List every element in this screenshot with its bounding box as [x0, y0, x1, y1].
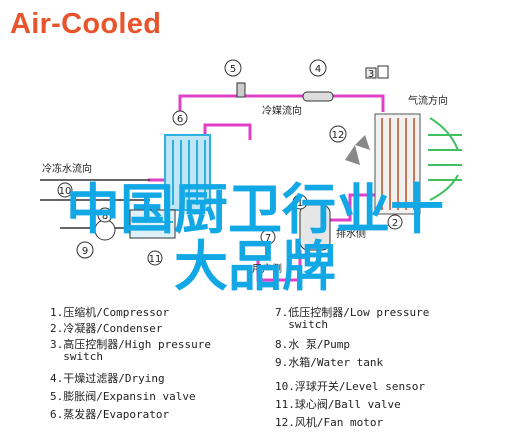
watermark-line-1: 中国厨卫行业十: [66, 178, 444, 241]
legend-item: 12.风机/Fan motor: [275, 416, 384, 429]
callout-9: 9: [82, 246, 88, 257]
legend-item: 4.干燥过滤器/Drying: [50, 372, 165, 385]
chilled-water-flow-label: 冷冻水流向: [42, 162, 92, 175]
legend-item: 6.蒸发器/Evaporator: [50, 408, 170, 421]
callout-11: 11: [149, 254, 162, 265]
legend-item: 5.膨胀阀/Expansin valve: [50, 390, 196, 403]
callout-1: 1: [297, 198, 303, 209]
legend-right-column: 7.低压控制器/Low pressure switch 8.水 泵/Pump 9…: [275, 304, 429, 430]
callout-2: 2: [392, 218, 398, 229]
page-title: Air-Cooled: [10, 8, 162, 40]
callout-6: 6: [177, 114, 183, 125]
legend-item: 7.低压控制器/Low pressure: [275, 306, 430, 319]
exhaust-side-label: 排水侧: [336, 227, 366, 240]
air-cooled-chiller-diagram: 5 4 3 12 6 10 9 8 7 1 2 11 冷媒流向 气流方向 冷冻水…: [40, 59, 462, 298]
compressor-icon: [299, 204, 331, 251]
callout-3: 3: [368, 69, 374, 80]
airflow-direction-label: 气流方向: [408, 94, 448, 107]
high-pressure-switch-icon: [365, 65, 389, 79]
legend-left-column: 1.压缩机/Compressor 2.冷凝器/Condenser 3.高压控制器…: [50, 304, 211, 422]
water-tank-icon: [129, 209, 176, 239]
legend-item: 1.压缩机/Compressor: [50, 306, 170, 319]
legend-item: 11.球心阀/Ball valve: [275, 398, 401, 411]
legend-item: 9.水箱/Water tank: [275, 356, 384, 369]
legend-item: 8.水 泵/Pump: [275, 338, 350, 351]
callout-4: 4: [315, 64, 321, 75]
legend-item: 3.高压控制器/High pressure: [50, 338, 211, 351]
expansion-valve-icon: [224, 59, 246, 98]
legend-item: 10.浮球开关/Level sensor: [275, 380, 425, 393]
callout-numbers: 5 4 3 12 6 10 9 8 7 1 2 11: [57, 64, 403, 266]
user-side-label: 用户侧: [252, 262, 282, 275]
callout-7: 7: [265, 233, 271, 244]
watermark-line-2: 大品牌: [174, 235, 336, 298]
evaporator-icon: [164, 134, 211, 211]
callout-5: 5: [230, 64, 236, 75]
legend-item: switch: [275, 318, 328, 331]
drying-filter-icon: [302, 59, 334, 102]
condenser-coil-icon: [374, 113, 421, 215]
airflow-arrows-icon: [428, 117, 462, 201]
legend-item: switch: [50, 350, 103, 363]
callout-10: 10: [59, 186, 72, 197]
refrigerant-flow-label: 冷媒流向: [262, 104, 302, 117]
callout-8: 8: [102, 211, 108, 222]
callout-12: 12: [332, 130, 345, 141]
legend-item: 2.冷凝器/Condenser: [50, 322, 163, 335]
